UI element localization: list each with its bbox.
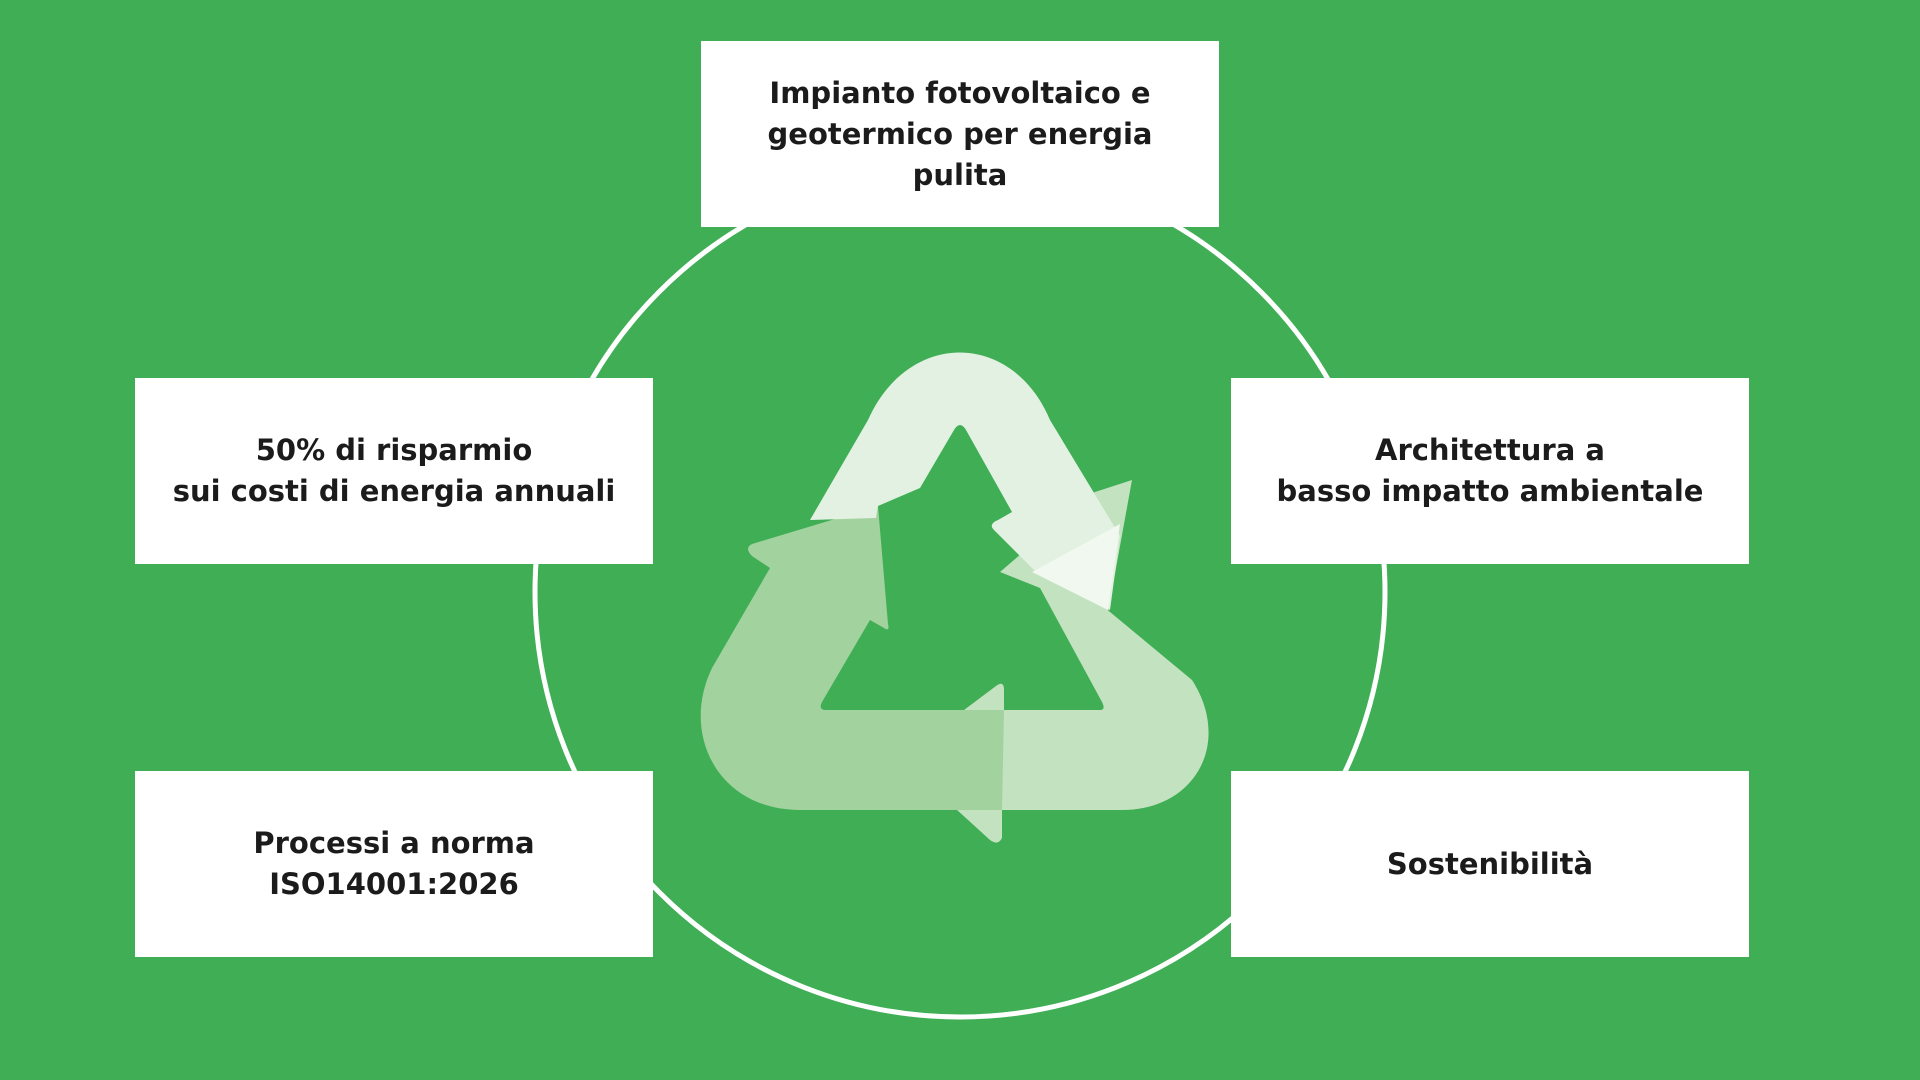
node-right-upper-card: Architettura a basso impatto ambientale (1231, 378, 1749, 564)
node-left-upper-label: 50% di risparmio sui costi di energia an… (172, 433, 616, 508)
recycle-arrow-left (700, 506, 1004, 810)
node-left-lower-card: Processi a norma ISO14001:2026 (135, 771, 653, 957)
node-left-lower-label: Processi a norma ISO14001:2026 (253, 826, 535, 901)
node-right-upper-label: Architettura a basso impatto ambientale (1276, 433, 1704, 508)
node-left-upper-card: 50% di risparmio sui costi di energia an… (135, 378, 653, 564)
node-top-card: Impianto fotovoltaico e geotermico per e… (701, 41, 1219, 227)
recycle-highlight (1032, 524, 1120, 610)
node-right-lower-label: Sostenibilità (1386, 846, 1594, 881)
node-right-lower-card: Sostenibilità (1231, 771, 1749, 957)
node-top-label: Impianto fotovoltaico e geotermico per e… (767, 75, 1153, 192)
recycle-arrow-top (810, 352, 1120, 610)
